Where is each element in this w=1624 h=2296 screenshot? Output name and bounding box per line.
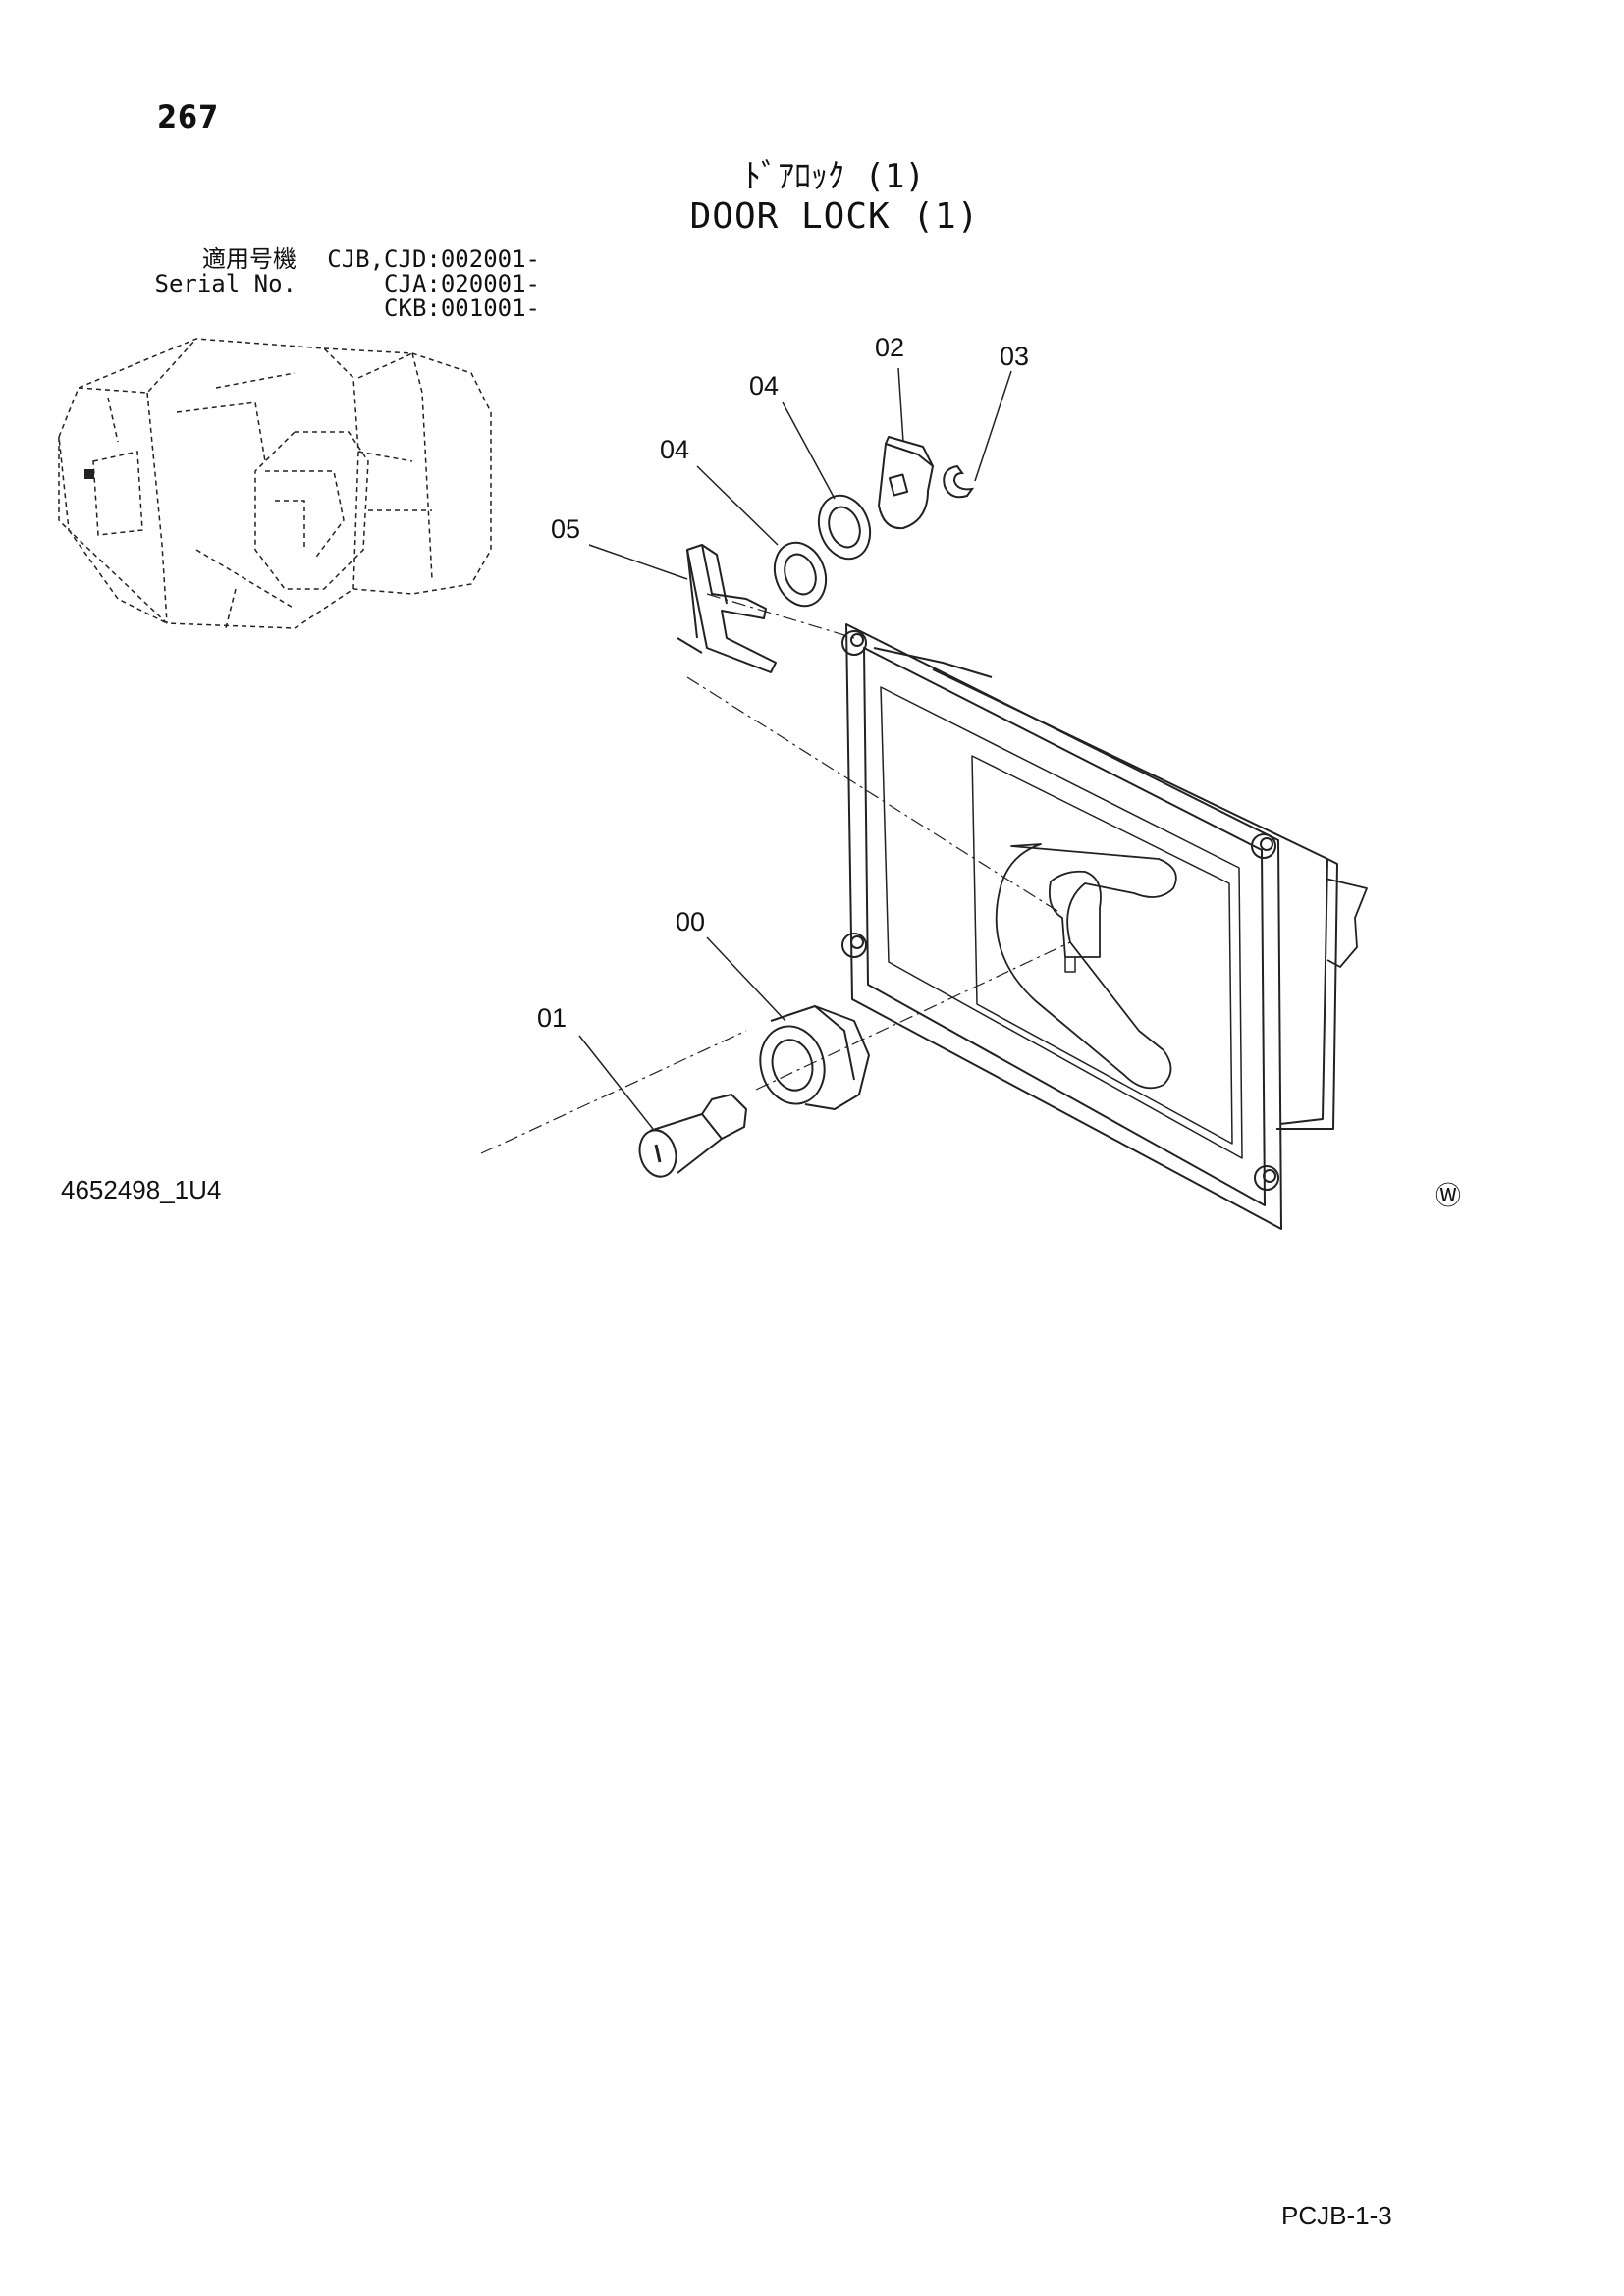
drawing-part-number: 4652498_1U4 xyxy=(61,1175,222,1204)
callout-label: 04 xyxy=(660,435,689,464)
serial-label-english: Serial No. xyxy=(154,270,298,297)
assembly-centerlines xyxy=(480,593,1071,1154)
title-japanese: ﾄﾞｱﾛｯｸ (1) xyxy=(744,157,925,196)
leader-lines xyxy=(578,367,1012,1130)
cam-plate-part xyxy=(878,436,934,530)
page-number: 267 xyxy=(157,98,220,135)
machine-overview-illustration xyxy=(58,338,492,629)
callout-label: 01 xyxy=(537,1003,567,1033)
watermark-icon: Ⓦ xyxy=(1435,1182,1462,1211)
title-english: DOOR LOCK (1) xyxy=(689,196,980,237)
page-code: PCJB-1-3 xyxy=(1281,2201,1392,2230)
callout-label: 05 xyxy=(551,514,580,544)
spring-clip-part xyxy=(677,544,777,673)
callout-label: 04 xyxy=(749,371,779,400)
serial-number-block: 適用号機 CJB,CJD:002001- Serial No. CJA:0200… xyxy=(147,245,541,322)
serial-value: CJA:020001- xyxy=(384,270,540,297)
door-lock-location-marker xyxy=(84,469,94,479)
washer-part xyxy=(817,494,872,561)
serial-value: CJB,CJD:002001- xyxy=(327,245,540,273)
snap-ring-part xyxy=(943,464,975,499)
cylinder-housing-part xyxy=(759,1005,870,1110)
callout-label: 02 xyxy=(875,333,904,362)
washer-part xyxy=(773,541,828,608)
door-lock-body xyxy=(841,623,1368,1230)
callout-label: 03 xyxy=(1000,342,1029,371)
key-cylinder-part xyxy=(638,1094,747,1178)
serial-value: CKB:001001- xyxy=(384,294,540,322)
serial-label-japanese: 適用号機 xyxy=(202,245,297,273)
callout-label: 00 xyxy=(676,907,705,936)
